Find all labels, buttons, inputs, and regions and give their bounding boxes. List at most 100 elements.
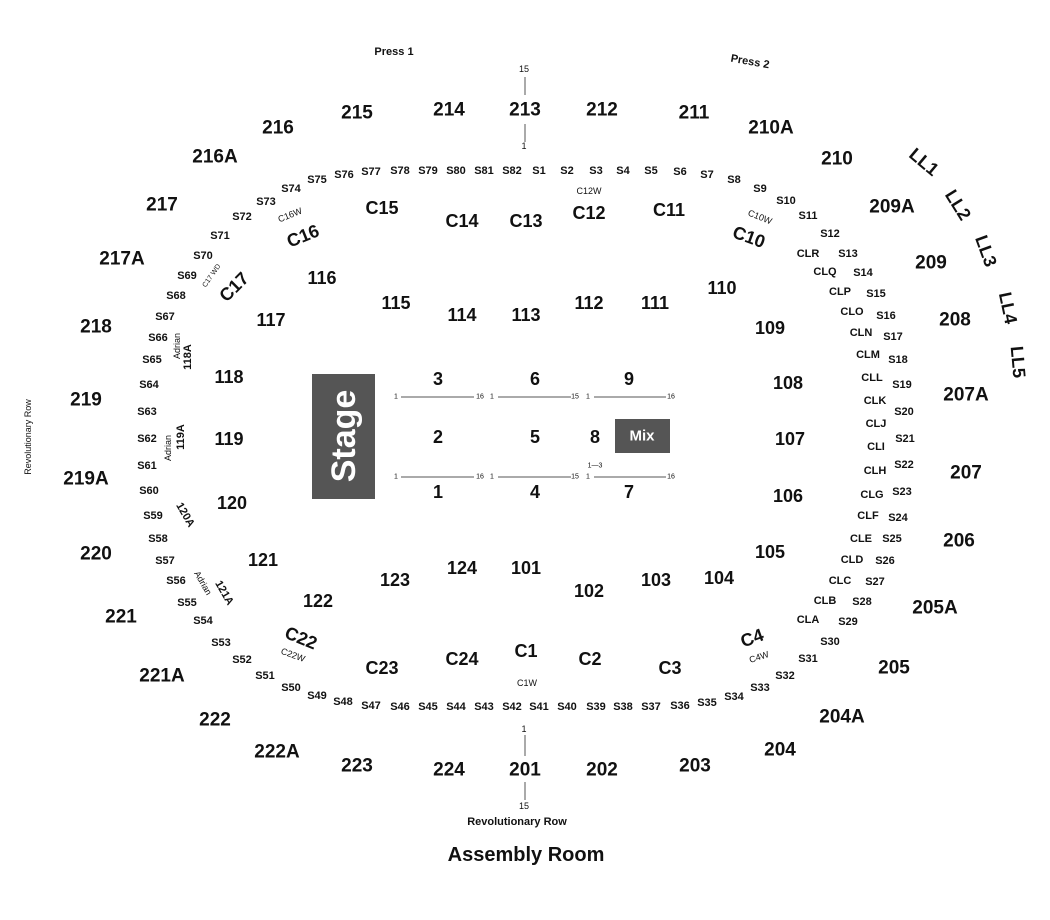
floor-section-7[interactable]: 7 <box>624 482 634 502</box>
club-section-c11[interactable]: C11 <box>653 200 685 220</box>
adrian-box-adrian-5[interactable]: Adrian <box>192 569 214 597</box>
club-loge-clp[interactable]: CLP <box>829 286 851 298</box>
suite-s14[interactable]: S14 <box>853 267 873 279</box>
suite-s30[interactable]: S30 <box>820 636 840 648</box>
suite-s42[interactable]: S42 <box>502 701 522 713</box>
section-223[interactable]: 223 <box>341 756 373 777</box>
suite-s73[interactable]: S73 <box>256 196 276 208</box>
suite-s54[interactable]: S54 <box>193 615 213 627</box>
section-212[interactable]: 212 <box>586 100 618 121</box>
floor-section-6[interactable]: 6 <box>530 369 540 389</box>
suite-s69[interactable]: S69 <box>177 270 197 282</box>
section-102[interactable]: 102 <box>574 581 604 601</box>
floor-section-1[interactable]: 1 <box>433 482 443 502</box>
club-loge-clo[interactable]: CLO <box>840 306 864 318</box>
adrian-box-adrian-2[interactable]: Adrian <box>163 435 173 461</box>
section-217[interactable]: 217 <box>146 195 178 216</box>
press-2-label[interactable]: Press 2 <box>730 53 771 72</box>
floor-section-9[interactable]: 9 <box>624 369 634 389</box>
club-loge-cln[interactable]: CLN <box>850 327 873 339</box>
club-section-c3[interactable]: C3 <box>658 658 681 678</box>
loge-level-ll1[interactable]: LL1 <box>905 144 942 180</box>
suite-s50[interactable]: S50 <box>281 682 301 694</box>
club-loge-cld[interactable]: CLD <box>841 554 864 566</box>
suite-s25[interactable]: S25 <box>882 533 902 545</box>
suite-s40[interactable]: S40 <box>557 701 577 713</box>
suite-s65[interactable]: S65 <box>142 354 162 366</box>
loge-level-ll5[interactable]: LL5 <box>1007 345 1030 379</box>
section-121[interactable]: 121 <box>248 550 278 570</box>
section-221[interactable]: 221 <box>105 607 137 628</box>
suite-s57[interactable]: S57 <box>155 555 175 567</box>
club-loge-cli[interactable]: CLI <box>867 441 885 453</box>
suite-s49[interactable]: S49 <box>307 690 327 702</box>
suite-s29[interactable]: S29 <box>838 616 858 628</box>
suite-s16[interactable]: S16 <box>876 310 896 322</box>
suite-s76[interactable]: S76 <box>334 169 354 181</box>
section-207[interactable]: 207 <box>950 463 982 484</box>
loge-level-ll3[interactable]: LL3 <box>971 233 1001 270</box>
section-104[interactable]: 104 <box>704 568 734 588</box>
section-207a[interactable]: 207A <box>943 385 989 406</box>
suite-s53[interactable]: S53 <box>211 637 231 649</box>
club-loge-clf[interactable]: CLF <box>857 510 879 522</box>
club-loge-cla[interactable]: CLA <box>797 614 820 626</box>
section-205a[interactable]: 205A <box>912 598 958 619</box>
suite-s11[interactable]: S11 <box>799 210 818 222</box>
suite-s39[interactable]: S39 <box>586 701 606 713</box>
suite-s4[interactable]: S4 <box>616 165 630 177</box>
suite-s41[interactable]: S41 <box>529 701 549 713</box>
section-202[interactable]: 202 <box>586 760 618 781</box>
section-209a[interactable]: 209A <box>869 197 915 218</box>
loge-level-ll4[interactable]: LL4 <box>995 290 1021 325</box>
section-211[interactable]: 211 <box>679 103 710 124</box>
section-221a[interactable]: 221A <box>139 666 185 687</box>
adrian-box-120a-4[interactable]: 120A <box>173 501 197 530</box>
club-section-c2[interactable]: C2 <box>578 649 601 669</box>
section-107[interactable]: 107 <box>775 429 805 449</box>
adrian-box-121a-6[interactable]: 121A <box>212 579 236 608</box>
section-215[interactable]: 215 <box>341 103 373 124</box>
suite-s68[interactable]: S68 <box>166 290 186 302</box>
suite-s52[interactable]: S52 <box>232 654 252 666</box>
suite-s72[interactable]: S72 <box>232 211 252 223</box>
club-wheelchair-c4w[interactable]: C4W <box>748 649 771 665</box>
suite-s78[interactable]: S78 <box>390 165 410 177</box>
section-220[interactable]: 220 <box>80 544 112 565</box>
club-wheelchair-c16w[interactable]: C16W <box>277 205 304 224</box>
suite-s8[interactable]: S8 <box>727 174 740 186</box>
floor-section-8[interactable]: 8 <box>590 427 600 447</box>
suite-s79[interactable]: S79 <box>418 165 438 177</box>
club-loge-cll[interactable]: CLL <box>861 372 883 384</box>
adrian-box-118a-1[interactable]: 118A <box>182 344 194 370</box>
club-loge-clh[interactable]: CLH <box>864 465 887 477</box>
suite-s32[interactable]: S32 <box>775 670 795 682</box>
section-201[interactable]: 201 <box>509 760 541 781</box>
club-section-c17[interactable]: C17 <box>215 268 252 305</box>
section-106[interactable]: 106 <box>773 486 803 506</box>
club-loge-clg[interactable]: CLG <box>860 489 883 501</box>
suite-s28[interactable]: S28 <box>852 596 872 608</box>
suite-s1[interactable]: S1 <box>532 165 545 177</box>
section-208[interactable]: 208 <box>939 310 971 331</box>
club-section-c10[interactable]: C10 <box>730 222 768 252</box>
suite-s71[interactable]: S71 <box>210 230 230 242</box>
section-110[interactable]: 110 <box>707 278 736 298</box>
suite-s51[interactable]: S51 <box>255 670 275 682</box>
floor-section-4[interactable]: 4 <box>530 482 540 502</box>
suite-s48[interactable]: S48 <box>333 696 353 708</box>
suite-s77[interactable]: S77 <box>361 166 381 178</box>
suite-s33[interactable]: S33 <box>750 682 770 694</box>
suite-s17[interactable]: S17 <box>883 331 903 343</box>
suite-s80[interactable]: S80 <box>446 165 466 177</box>
section-224[interactable]: 224 <box>433 760 465 781</box>
section-108[interactable]: 108 <box>773 373 803 393</box>
suite-s15[interactable]: S15 <box>866 288 886 300</box>
club-loge-clr[interactable]: CLR <box>797 248 820 260</box>
suite-s26[interactable]: S26 <box>875 555 895 567</box>
suite-s43[interactable]: S43 <box>474 701 494 713</box>
suite-s31[interactable]: S31 <box>798 653 818 665</box>
suite-s62[interactable]: S62 <box>137 433 157 445</box>
suite-s7[interactable]: S7 <box>700 169 713 181</box>
suite-s9[interactable]: S9 <box>753 183 766 195</box>
